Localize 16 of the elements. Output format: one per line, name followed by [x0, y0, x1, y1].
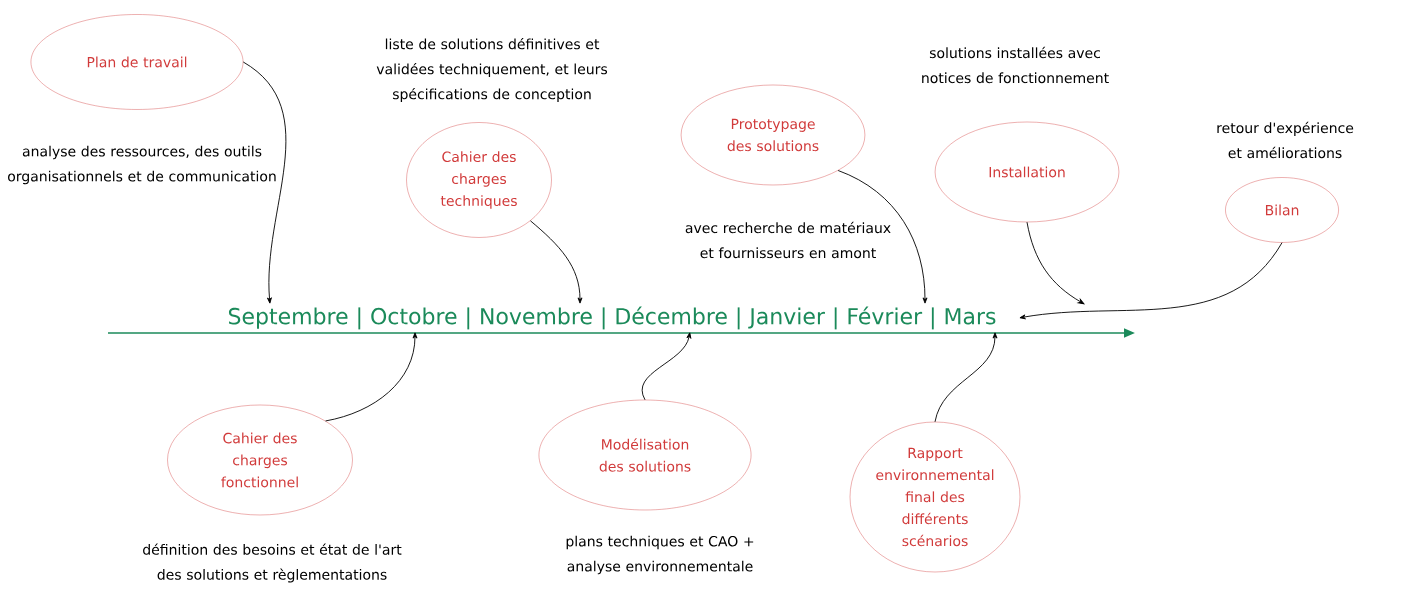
- annotation-text: avec recherche de matériaux et fournisseurs en amont: [685, 221, 891, 259]
- arrow: [325, 332, 418, 422]
- arrow: [837, 170, 928, 304]
- arrow: [934, 332, 998, 423]
- timeline-months: Septembre | Octobre | Novembre | Décembre | Janvier | Février | Mars: [228, 306, 996, 330]
- annotation-text: analyse des ressources, des outils organisationnels et de communication: [8, 145, 276, 185]
- arrow: [1019, 242, 1283, 320]
- annotation-text: retour d'expérience et améliorations: [1217, 121, 1354, 159]
- annotation-text: liste de solutions définitives et validées techniquement, et leurs spécifications de conception: [376, 37, 608, 103]
- arrow: [529, 220, 583, 304]
- annotation-text: plans techniques et CAO + analyse environnementale: [566, 535, 754, 575]
- annotation-text: solutions installées avec notices de fonctionnement: [922, 46, 1109, 84]
- arrow: [641, 332, 692, 401]
- annotation-text: définition des besoins et état de l'art des solutions et règlementations: [143, 543, 402, 583]
- arrow: [1026, 221, 1085, 305]
- arrow: [242, 61, 287, 304]
